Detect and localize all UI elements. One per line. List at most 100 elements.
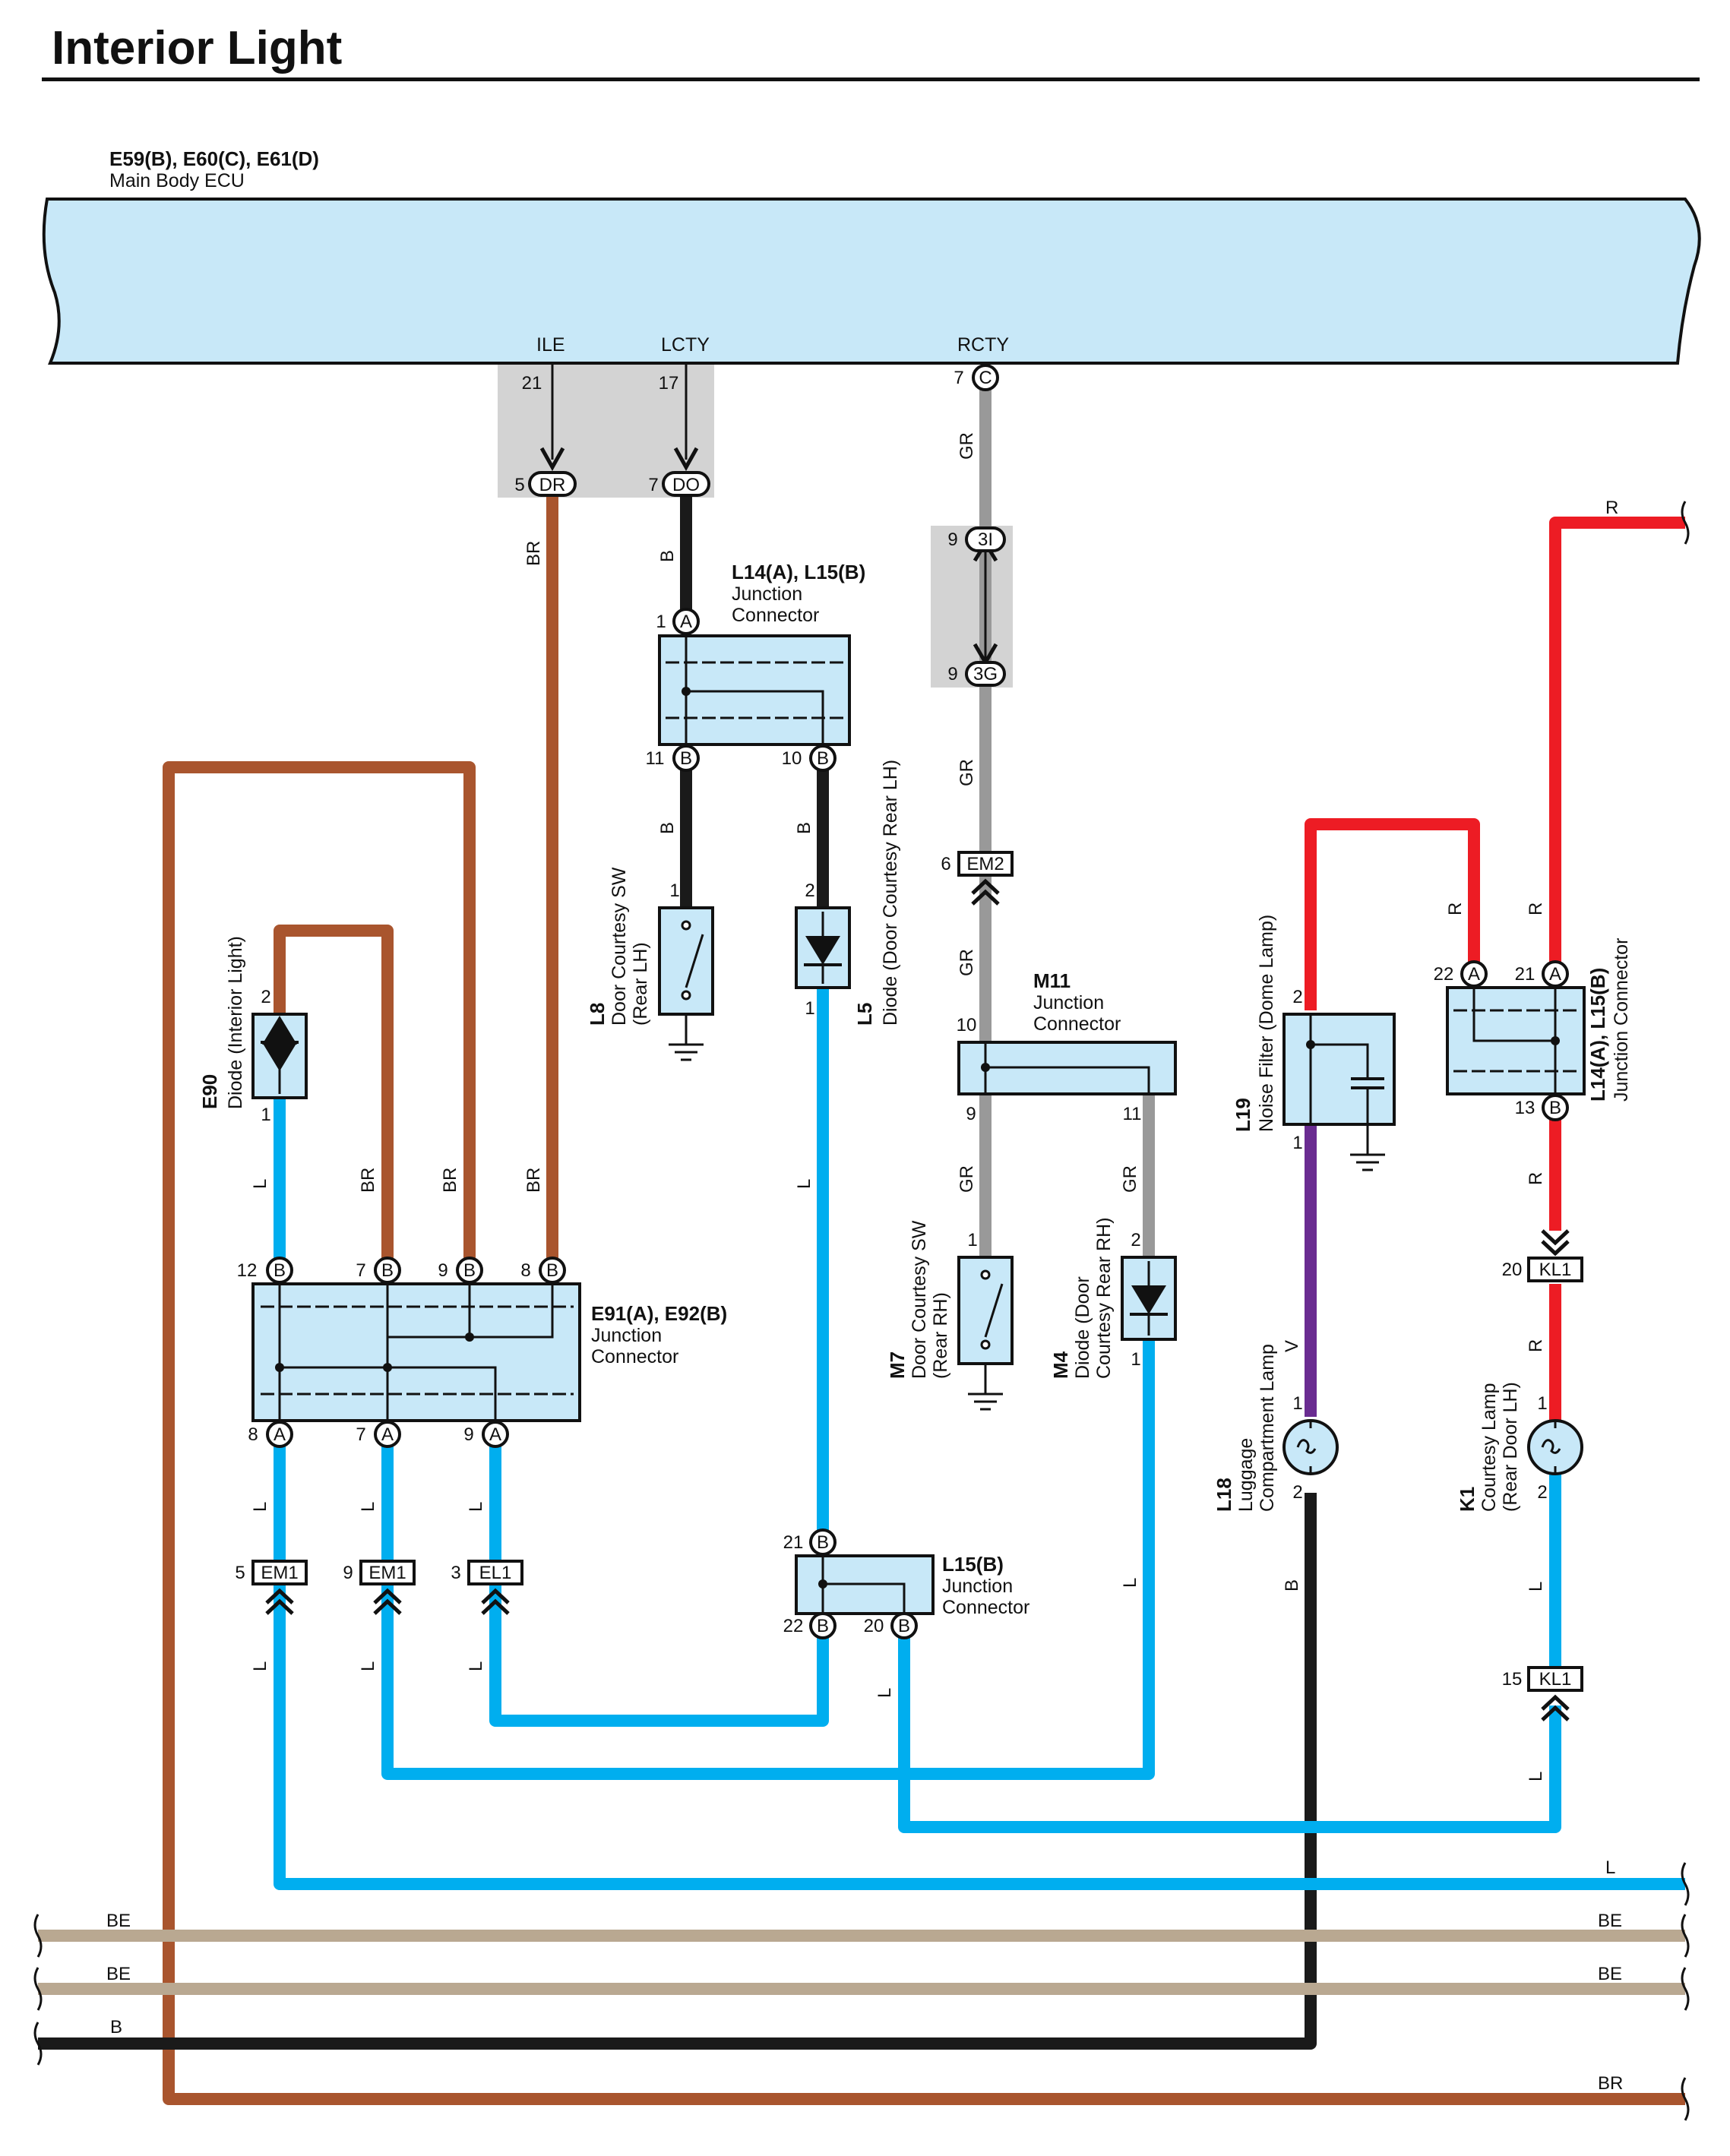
ecu-pin-ile: 21 (522, 373, 542, 394)
jc-right-pin-out-conn: B (1549, 1098, 1561, 1118)
noise-filter-dome-lamp (1282, 1013, 1396, 1171)
jc-top-pin-r-conn: B (817, 748, 829, 769)
l18-name: L18 (1213, 1478, 1235, 1512)
m7-desc1: Door Courtesy SW (909, 1220, 930, 1379)
luggage-compartment-lamp (1282, 1419, 1339, 1475)
wire-br-ground (163, 761, 1685, 2105)
e90-name: E90 (198, 1074, 221, 1109)
l15b-desc1: Junction (942, 1576, 1013, 1597)
conn-3g-pin: 9 (947, 664, 957, 684)
e91-top-pin-3: 9 (438, 1260, 448, 1281)
e91-desc2: Connector (591, 1346, 678, 1367)
wire-label-l-12: L (1526, 1772, 1546, 1781)
jc-top-pin-l-conn: B (680, 748, 692, 769)
signal-rcty: RCTY (957, 334, 1009, 356)
l15b-desc2: Connector (942, 1597, 1029, 1618)
wire-break-marks (33, 501, 1690, 2121)
junction-connector-l15b (795, 1528, 935, 1639)
l18-pin-bot: 2 (1292, 1482, 1302, 1503)
m4-pin-bot: 1 (1131, 1349, 1140, 1370)
conn-em1a-pin: 5 (235, 1563, 245, 1583)
e90-desc: Diode (Interior Light) (225, 936, 246, 1109)
break-mark-br-right (1681, 2077, 1690, 2121)
m7-name: M7 (886, 1351, 909, 1379)
m4-desc2: Courtesy Rear RH) (1093, 1217, 1115, 1379)
conn-el1-code: EL1 (479, 1563, 512, 1583)
diode-door-courtesy-rear-rh (1121, 1256, 1177, 1341)
signal-lcty: LCTY (661, 334, 710, 356)
diode-interior-light (251, 1013, 308, 1099)
e91-top-pin-2: 7 (356, 1260, 365, 1281)
wire-label-l-3: L (250, 1502, 270, 1512)
jc-right-pin-a: 22 (1434, 964, 1454, 985)
break-mark-be2-right (1681, 1967, 1690, 2011)
e91-bot-pin-3: 9 (463, 1424, 473, 1445)
junction-connector-top (658, 608, 851, 772)
l15b-pin-in-conn: B (817, 1532, 829, 1553)
l15b-name: L15(B) (942, 1553, 1004, 1576)
e91-top-conn-1: B (274, 1260, 286, 1281)
l8-name: L8 (586, 1003, 609, 1026)
jc-right-pin-b-conn: A (1549, 964, 1561, 985)
wire-label-r-4: R (1526, 1339, 1546, 1352)
wire-label-v: V (1282, 1340, 1302, 1352)
conn-kl1a-code: KL1 (1539, 1260, 1572, 1280)
inline-connectors (251, 851, 1583, 1721)
l18-pin-top: 1 (1292, 1393, 1302, 1414)
l19-pin-top: 2 (1292, 987, 1302, 1007)
l5-desc: Diode (Door Courtesy Rear LH) (880, 760, 901, 1026)
l19-name: L19 (1232, 1098, 1254, 1132)
ecu-arrows (539, 365, 998, 666)
courtesy-lamp-rear-door-lh (1527, 1419, 1583, 1475)
ecu-pin-rcty: 7 (954, 368, 963, 388)
wire-label-gr-4: GR (957, 1165, 977, 1193)
wire-label-be-1-right: BE (1598, 1911, 1622, 1931)
break-mark-be1-left (33, 1914, 43, 1958)
door-courtesy-sw-rear-lh (658, 906, 714, 1061)
conn-em2-pin: 6 (941, 854, 950, 874)
conn-dr-pin: 5 (514, 475, 524, 495)
wire-label-r-top: R (1605, 498, 1618, 518)
wire-r-battery (1549, 517, 1685, 972)
wire-label-br-4: BR (358, 1168, 378, 1193)
junction-connector-right (1446, 960, 1586, 1121)
conn-kl1b-pin: 15 (1502, 1669, 1523, 1690)
ecu-pin-rcty-conn: C (979, 368, 992, 388)
wire-label-b-bus: B (110, 2017, 122, 2037)
page-title: Interior Light (52, 22, 342, 74)
jc-right-pin-a-conn: A (1468, 964, 1480, 985)
wire-label-l-7: L (358, 1661, 378, 1671)
l19-pin-bot: 1 (1292, 1133, 1302, 1153)
jc-top-name: L14(A), L15(B) (732, 561, 865, 583)
k1-desc1: Courtesy Lamp (1479, 1383, 1500, 1512)
l18-desc2: Compartment Lamp (1257, 1344, 1278, 1512)
k1-name: K1 (1456, 1487, 1479, 1512)
conn-3i-code: 3I (978, 530, 993, 550)
k1-pin-top: 1 (1537, 1393, 1547, 1414)
wire-label-l-11: L (1526, 1582, 1546, 1592)
wire-label-br-3: BR (440, 1168, 460, 1193)
wire-label-br-2: BR (523, 1168, 544, 1193)
jc-top-pin-in-conn: A (680, 612, 692, 632)
e91-desc1: Junction (591, 1325, 662, 1346)
pin-c-shape (972, 364, 999, 391)
conn-dr-code: DR (539, 475, 566, 495)
wire-label-b-4: B (1282, 1579, 1302, 1592)
ecu-desc: Main Body ECU (109, 170, 245, 191)
e91-top-conn-4: B (546, 1260, 558, 1281)
conn-em1a-code: EM1 (261, 1563, 298, 1583)
e91-top-pin-1: 12 (237, 1260, 258, 1281)
conn-3i-pin: 9 (947, 530, 957, 550)
conn-kl1a-shape (1527, 1257, 1583, 1282)
conn-do-pin: 7 (648, 475, 658, 495)
l15b-pin-in: 21 (783, 1532, 804, 1553)
wire-label-gr-2: GR (957, 759, 977, 786)
conn-em2-code: EM2 (966, 854, 1004, 874)
jc-top-pin-r: 10 (782, 748, 802, 769)
m11-pin-in: 10 (957, 1015, 977, 1035)
l5-name: L5 (853, 1003, 876, 1026)
conn-kl1a-pin: 20 (1502, 1260, 1523, 1280)
wire-label-l-1: L (250, 1179, 270, 1189)
conn-em1a-shape (251, 1560, 308, 1585)
